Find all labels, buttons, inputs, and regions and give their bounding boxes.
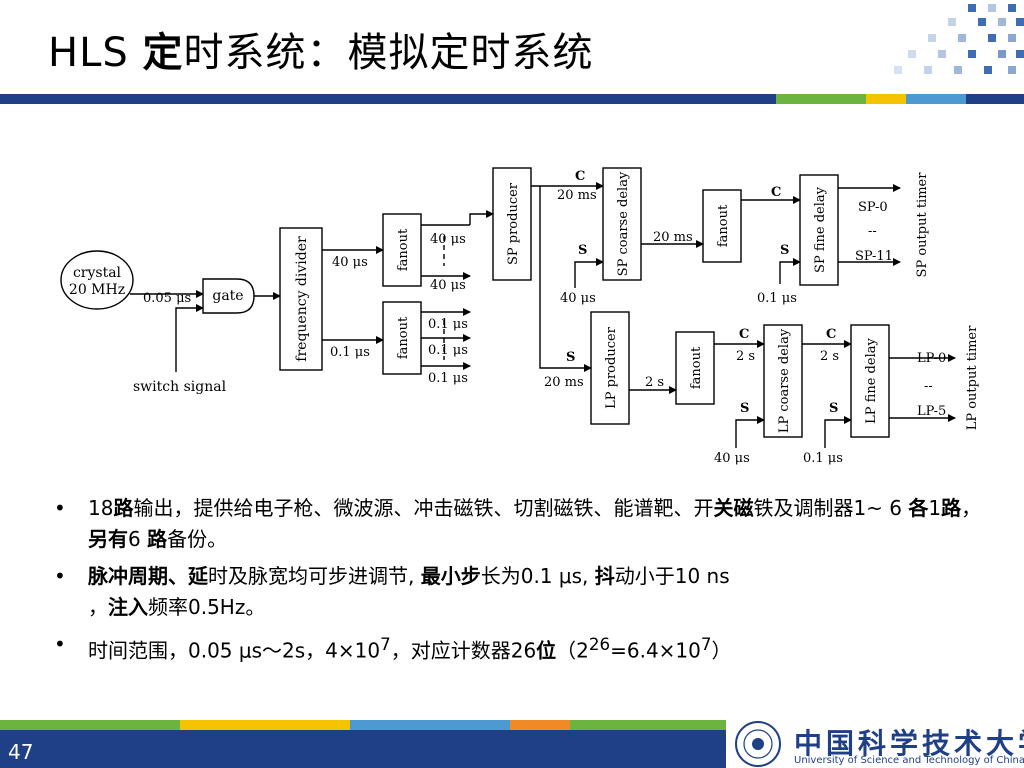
sp-producer-label: SP producer (506, 182, 521, 265)
label-0.1us-in: 0.1 μs (330, 345, 370, 360)
sp-fine-delay-label: SP fine delay (813, 186, 828, 273)
decorative-grid (894, 4, 1024, 74)
label-sp11: SP-11 (855, 249, 893, 264)
label-0.1us-sp: 0.1 μs (757, 291, 797, 306)
label-0.1us-lp: 0.1 μs (803, 451, 843, 466)
label-lp0: LP-0 (917, 351, 946, 366)
label-2s-lp-fanout: 2 s (645, 375, 664, 390)
header-color-band (0, 94, 1024, 104)
label-20ms-sp-coarse: 20 ms (557, 188, 597, 203)
gate-label: gate (212, 288, 243, 304)
fanout-block-top (382, 213, 422, 287)
label-c-lp-coarse: C (739, 327, 749, 342)
lp-fine-delay-label: LP fine delay (864, 338, 879, 424)
label-40us-in: 40 μs (332, 255, 368, 270)
university-name-english: University of Science and Technology of … (794, 755, 1024, 766)
label-20ms-sp-fanout: 20 ms (653, 230, 693, 245)
fanout-label-lp: fanout (689, 346, 704, 389)
label-40us-sp: 40 μs (560, 291, 596, 306)
bullet-item: •18路输出，提供给电子枪、微波源、冲击磁铁、切割磁铁、能谱靶、开关磁铁及调制器… (48, 493, 988, 555)
bullet-item: •脉冲周期、延时及脉宽均可步进调节, 最小步长为0.1 μs, 抖动小于10 n… (48, 561, 988, 623)
label-lp5: LP-5 (917, 404, 946, 419)
gate-block (202, 278, 255, 314)
fanout-block-sp (702, 189, 742, 263)
bullet-dot-icon: • (54, 564, 66, 588)
label-40us-out-2: 40 μs (430, 278, 466, 293)
label-40us-out-1: 40 μs (430, 232, 466, 247)
lp-fine-delay-block (850, 324, 890, 438)
switch-signal-label: switch signal (133, 379, 227, 395)
label-0.05us: 0.05 μs (143, 291, 191, 306)
label-0.1us-out-3: 0.1 μs (428, 371, 468, 386)
crystal-label-1: crystal (73, 265, 122, 281)
fanout-label-bottom: fanout (396, 316, 411, 359)
label-s-lp-producer: S (566, 350, 575, 365)
fanout-label-sp: fanout (716, 204, 731, 247)
label-sp-dash: -- (868, 224, 877, 239)
crystal-oscillator (60, 250, 134, 310)
label-0.1us-out-2: 0.1 μs (428, 343, 468, 358)
label-s-sp-fine: S (780, 243, 789, 258)
crystal-label-2: 20 MHz (69, 282, 125, 298)
label-0.1us-out-1: 0.1 μs (428, 317, 468, 332)
sp-output-timer-label: SP output timer (915, 172, 930, 278)
university-name-chinese: 中国科学技术大学 (794, 727, 1024, 760)
fanout-block-bottom (382, 301, 422, 375)
timing-block-diagram: crystal 20 MHz gate 0.05 μs switch signa… (60, 167, 980, 466)
label-sp0: SP-0 (858, 200, 888, 215)
bullet-dot-icon: • (54, 496, 66, 520)
footer-bar (0, 730, 726, 768)
label-2s-lp-coarse: 2 s (736, 349, 755, 364)
sp-fine-delay-block (799, 174, 839, 286)
lp-producer-block (590, 311, 630, 425)
university-seal-icon (735, 721, 781, 767)
label-s-lp-fine: S (829, 401, 838, 416)
bullet-list: •18路输出，提供给电子枪、微波源、冲击磁铁、切割磁铁、能谱靶、开关磁铁及调制器… (48, 493, 988, 673)
label-lp-dash: -- (924, 379, 933, 394)
label-c-lp-fine: C (826, 327, 836, 342)
fanout-label-top: fanout (396, 228, 411, 271)
sp-coarse-delay-block (602, 167, 642, 281)
label-s-lp-coarse: S (740, 401, 749, 416)
sp-coarse-delay-label: SP coarse delay (616, 171, 631, 276)
fanout-block-lp (675, 331, 715, 405)
lp-producer-label: LP producer (604, 326, 619, 409)
bullet-dot-icon: • (54, 632, 66, 656)
footer-color-band (0, 720, 726, 730)
label-c-sp-fine: C (771, 185, 781, 200)
frequency-divider-block (279, 227, 323, 371)
lp-output-timer-label: LP output timer (965, 325, 980, 430)
page-number: 47 (8, 740, 34, 764)
sp-producer-block (492, 167, 532, 281)
lp-coarse-delay-label: LP coarse delay (777, 328, 792, 433)
label-s-sp-coarse: S (578, 243, 587, 258)
label-40us-lp: 40 μs (714, 451, 750, 466)
lp-coarse-delay-block (763, 324, 803, 438)
bullet-item: •时间范围，0.05 μs～2s，4×107，对应计数器26位（226=6.4×… (48, 629, 988, 667)
label-20ms-lp: 20 ms (544, 375, 584, 390)
frequency-divider-label: frequency divider (294, 236, 310, 362)
label-2s-lp-fine: 2 s (820, 349, 839, 364)
slide-title: HLS 定时系统：模拟定时系统 (48, 30, 594, 76)
label-c-sp-coarse: C (575, 169, 585, 184)
